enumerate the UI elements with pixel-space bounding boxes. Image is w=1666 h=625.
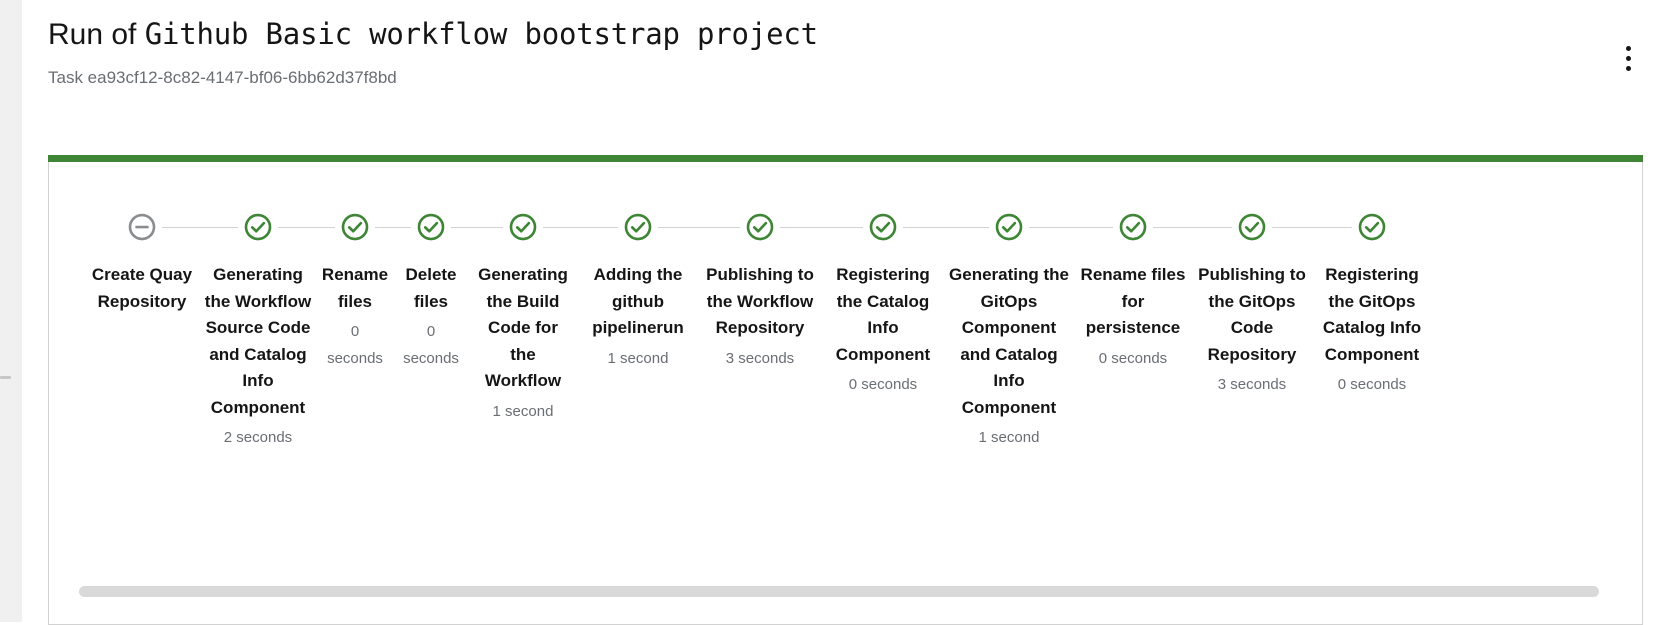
page-title-workflow-name: Github Basic workflow bootstrap project xyxy=(144,17,818,51)
step-icon-row xyxy=(945,210,1073,244)
check-circle-icon[interactable] xyxy=(868,212,898,242)
step-label: Rename files for persistence xyxy=(1080,265,1186,337)
step-duration: 1 second xyxy=(607,349,669,367)
step-label: Generating the Build Code for the Workfl… xyxy=(478,265,568,390)
step-duration: 1 second xyxy=(978,429,1040,446)
check-circle-icon[interactable] xyxy=(416,212,446,242)
kebab-dot-1 xyxy=(1625,45,1631,51)
card-status-accent-bar xyxy=(48,155,1643,162)
step-connector-right xyxy=(543,227,577,228)
step-duration: 0 seconds xyxy=(848,376,918,393)
step-connector-left xyxy=(1073,227,1113,228)
check-circle-icon[interactable] xyxy=(623,212,653,242)
step-connector-right xyxy=(1272,227,1311,228)
step-connector-right xyxy=(903,227,945,228)
check-circle-icon[interactable] xyxy=(340,212,370,242)
stepper-step[interactable]: Publishing to the GitOps Code Repository… xyxy=(1193,210,1311,399)
check-circle-icon[interactable] xyxy=(1118,212,1148,242)
step-connector-right xyxy=(780,227,821,228)
stepper-step[interactable]: Rename files for persistence 0 seconds xyxy=(1073,210,1193,372)
step-label: Rename files xyxy=(321,265,389,311)
stepper-step[interactable]: Generating the GitOps Component and Cata… xyxy=(945,210,1073,452)
task-id-subtitle: Task ea93cf12-8c82-4147-bf06-6bb62d37f8b… xyxy=(48,68,397,87)
step-label: Registering the GitOps Catalog Info Comp… xyxy=(1322,265,1422,364)
step-connector-left xyxy=(577,227,618,228)
step-duration: 0 seconds xyxy=(1098,349,1168,367)
stepper-step[interactable]: Generating the Workflow Source Code and … xyxy=(199,210,317,452)
step-connector-right xyxy=(1153,227,1193,228)
stepper-step[interactable]: Create Quay Repository xyxy=(85,210,199,315)
step-duration: 0 seconds xyxy=(327,323,383,367)
stepper-step[interactable]: Registering the Catalog Info Component 0 … xyxy=(821,210,945,399)
page-title-prefix: Run of xyxy=(48,18,145,51)
stepper-step[interactable]: Delete files 0 seconds xyxy=(393,210,469,372)
check-circle-icon[interactable] xyxy=(745,212,775,242)
step-icon-row xyxy=(393,210,469,244)
step-duration: 0 seconds xyxy=(1337,376,1407,393)
step-label: Delete files xyxy=(405,265,457,311)
stepper-step[interactable]: Adding the github pipelinerun 1 second xyxy=(577,210,699,372)
kebab-dot-2 xyxy=(1625,55,1631,61)
step-connector-left xyxy=(199,227,238,228)
step-icon-row xyxy=(317,210,393,244)
step-connector-right xyxy=(278,227,317,228)
step-connector-left xyxy=(821,227,863,228)
step-icon-row xyxy=(577,210,699,244)
step-label: Registering the Catalog Info Component xyxy=(835,265,931,364)
step-icon-row xyxy=(699,210,821,244)
stepper-step[interactable]: Generating the Build Code for the Workfl… xyxy=(469,210,577,425)
step-connector-right xyxy=(162,227,199,228)
step-icon-row xyxy=(85,210,199,244)
check-circle-icon[interactable] xyxy=(508,212,538,242)
step-label: Publishing to the GitOps Code Repository xyxy=(1198,265,1306,364)
kebab-dot-3 xyxy=(1625,65,1631,71)
step-connector-left xyxy=(469,227,503,228)
page-title: Run of Github Basic workflow bootstrap p… xyxy=(48,14,1644,55)
check-circle-icon[interactable] xyxy=(1357,212,1387,242)
page-header: Run of Github Basic workflow bootstrap p… xyxy=(48,14,1644,114)
stepper-step[interactable]: Rename files 0 seconds xyxy=(317,210,393,372)
step-label: Adding the github pipelinerun xyxy=(592,265,684,337)
step-icon-row xyxy=(1193,210,1311,244)
step-duration: 3 seconds xyxy=(725,349,795,367)
step-duration: 0 seconds xyxy=(403,323,459,367)
stepper-step[interactable]: Registering the GitOps Catalog Info Comp… xyxy=(1311,210,1433,399)
kebab-vertical-icon[interactable] xyxy=(1608,38,1648,78)
step-label: Generating the GitOps Component and Cata… xyxy=(949,265,1069,417)
check-circle-icon[interactable] xyxy=(994,212,1024,242)
step-connector-left xyxy=(1311,227,1352,228)
step-connector-left xyxy=(317,227,335,228)
step-label: Generating the Workflow Source Code and … xyxy=(204,265,312,417)
step-connector-right xyxy=(451,227,469,228)
step-connector-right xyxy=(375,227,393,228)
step-icon-row xyxy=(469,210,577,244)
step-icon-row xyxy=(821,210,945,244)
step-connector-right xyxy=(658,227,699,228)
page-left-gutter xyxy=(0,0,22,622)
step-icon-row xyxy=(1073,210,1193,244)
stepper-step[interactable]: Publishing to the Workflow Repository 3 s… xyxy=(699,210,821,372)
step-connector-left xyxy=(699,227,740,228)
step-connector-right xyxy=(1029,227,1073,228)
step-connector-left xyxy=(393,227,411,228)
check-circle-icon[interactable] xyxy=(243,212,273,242)
stepper-horizontal-scrollbar[interactable] xyxy=(49,574,1642,624)
step-duration: 1 second xyxy=(492,402,554,420)
step-label: Publishing to the Workflow Repository xyxy=(706,265,814,337)
step-duration: 3 seconds xyxy=(1217,376,1287,393)
step-duration: 2 seconds xyxy=(223,429,293,446)
step-icon-row xyxy=(1311,210,1433,244)
scrollbar-thumb[interactable] xyxy=(79,586,1599,597)
step-label: Create Quay Repository xyxy=(91,265,193,311)
check-circle-icon[interactable] xyxy=(1237,212,1267,242)
sidebar-collapse-handle[interactable] xyxy=(0,376,11,379)
minus-circle-icon[interactable] xyxy=(127,212,157,242)
step-connector-left xyxy=(945,227,989,228)
step-icon-row xyxy=(199,210,317,244)
step-connector-left xyxy=(1193,227,1232,228)
